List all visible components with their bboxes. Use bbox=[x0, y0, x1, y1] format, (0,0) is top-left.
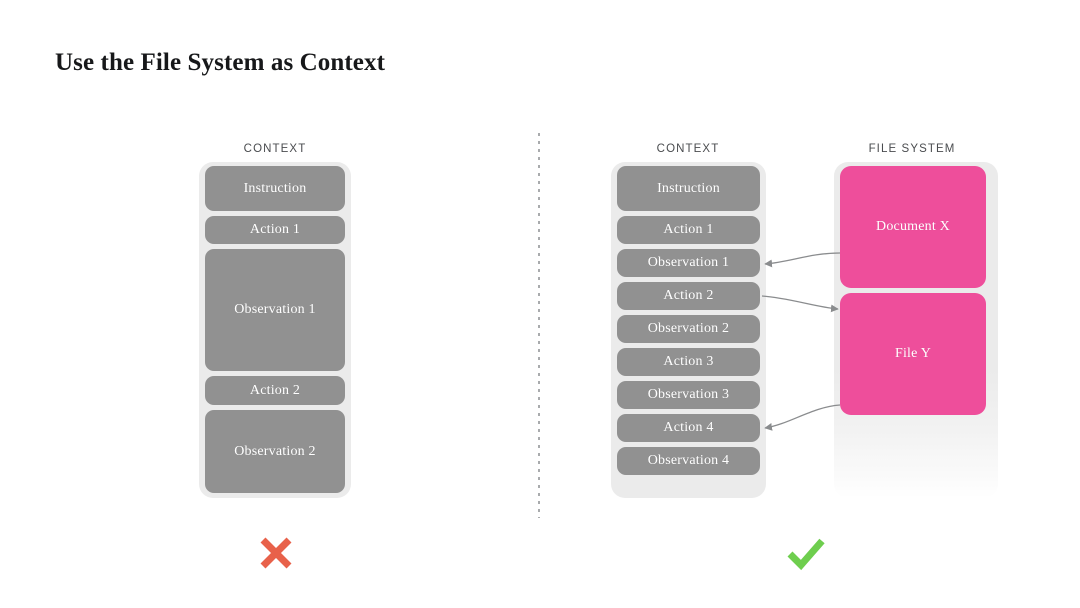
right-block-observation-4[interactable]: Observation 4 bbox=[617, 447, 760, 475]
block-label: Action 4 bbox=[663, 420, 714, 435]
block-label: Action 2 bbox=[663, 288, 714, 303]
right-block-observation-2[interactable]: Observation 2 bbox=[617, 315, 760, 343]
filesystem-label: FILE SYSTEM bbox=[868, 143, 956, 155]
block-label: Observation 3 bbox=[647, 387, 730, 402]
block-label: Observation 2 bbox=[647, 321, 730, 336]
right-block-action-1[interactable]: Action 1 bbox=[617, 216, 760, 244]
left-block-action-2[interactable]: Action 2 bbox=[205, 376, 345, 405]
block-label: Action 2 bbox=[249, 382, 301, 398]
right-block-observation-3[interactable]: Observation 3 bbox=[617, 381, 760, 409]
block-label: Observation 1 bbox=[647, 255, 730, 270]
cross-mark-icon bbox=[260, 537, 292, 569]
connector-filey-to-action4 bbox=[764, 404, 841, 431]
right-block-action-2[interactable]: Action 2 bbox=[617, 282, 760, 310]
right-block-instruction[interactable]: Instruction bbox=[617, 166, 760, 211]
left-block-observation-2[interactable]: Observation 2 bbox=[205, 410, 345, 493]
right-block-observation-1[interactable]: Observation 1 bbox=[617, 249, 760, 277]
block-label: Action 1 bbox=[663, 222, 714, 237]
block-label: Action 1 bbox=[249, 222, 301, 237]
left-block-observation-1[interactable]: Observation 1 bbox=[205, 249, 345, 371]
block-label: Document X bbox=[876, 219, 950, 234]
block-label: Instruction bbox=[657, 180, 720, 196]
right-block-action-3[interactable]: Action 3 bbox=[617, 348, 760, 376]
left-block-action-1[interactable]: Action 1 bbox=[205, 216, 345, 244]
connector-documentx-to-observation1 bbox=[764, 252, 841, 268]
block-label: File Y bbox=[894, 346, 932, 361]
file-block-document-x[interactable]: Document X bbox=[840, 166, 986, 288]
block-label: Instruction bbox=[243, 180, 307, 196]
block-label: Observation 2 bbox=[234, 443, 316, 459]
connector-action2-to-filey bbox=[761, 295, 839, 313]
block-label: Observation 1 bbox=[234, 302, 316, 317]
left-block-instruction[interactable]: Instruction bbox=[205, 166, 345, 211]
vertical-divider bbox=[538, 133, 540, 518]
right-block-action-4[interactable]: Action 4 bbox=[617, 414, 760, 442]
page-title: Use the File System as Context bbox=[55, 49, 386, 76]
left-context-label: CONTEXT bbox=[243, 143, 307, 155]
file-block-file-y[interactable]: File Y bbox=[840, 293, 986, 415]
check-mark-icon bbox=[787, 538, 825, 571]
block-label: Action 3 bbox=[663, 354, 714, 369]
block-label: Observation 4 bbox=[647, 453, 730, 468]
right-context-label: CONTEXT bbox=[656, 143, 720, 155]
